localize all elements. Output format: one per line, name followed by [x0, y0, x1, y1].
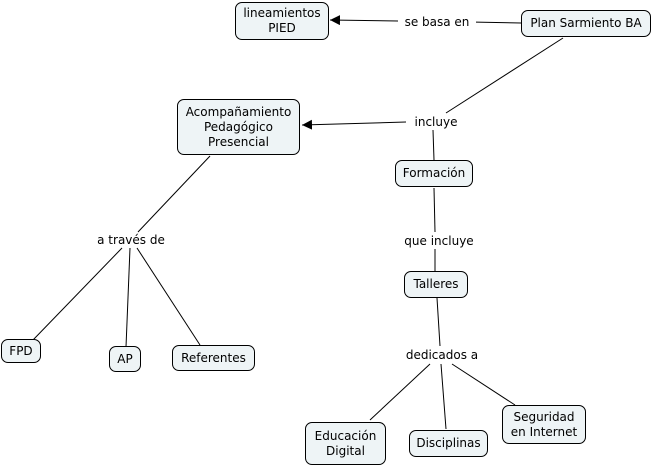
concept-seguridad-internet[interactable]: Seguridad en Internet: [502, 405, 586, 444]
concept-ap[interactable]: AP: [109, 346, 141, 372]
link-a-traves-de: a través de: [88, 233, 174, 247]
connector-dedicados-to-seguridad: [451, 363, 516, 406]
concept-fpd[interactable]: FPD: [1, 339, 41, 363]
connector-dedicados-to-disciplinas: [440, 363, 447, 430]
concept-acompanamiento[interactable]: Acompañamiento Pedagógico Presencial: [177, 99, 300, 155]
concept-label: AP: [117, 351, 133, 366]
concept-label: Educación Digital: [314, 428, 377, 458]
concept-label: Disciplinas: [416, 436, 481, 450]
concept-lineamientos-pied[interactable]: lineamientos PIED: [235, 2, 329, 40]
link-que-incluye: que incluye: [396, 234, 482, 248]
connector-atraves-to-referentes: [136, 247, 201, 346]
concept-referentes[interactable]: Referentes: [172, 345, 255, 371]
connector-incluye-to-formacion: [432, 129, 435, 161]
concept-plan-sarmiento[interactable]: Plan Sarmiento BA: [521, 10, 651, 37]
connector-plan-to-sebasa: [469, 21, 522, 24]
connector-incluye-to-acompanamiento: [301, 119, 407, 130]
connector-plan-to-incluye: [445, 37, 564, 114]
connector-atraves-to-ap: [125, 247, 131, 348]
connector-acompanamiento-to-atraves: [137, 155, 211, 233]
concept-talleres[interactable]: Talleres: [404, 271, 468, 298]
connector-sebasa-to-lineamientos: [329, 15, 399, 26]
link-se-basa-en: se basa en: [398, 15, 476, 29]
concept-label: lineamientos PIED: [243, 6, 321, 35]
concept-educacion-digital[interactable]: Educación Digital: [305, 422, 386, 465]
connector-atraves-to-fpd: [32, 247, 123, 341]
concept-formacion[interactable]: Formación: [395, 160, 473, 187]
concept-disciplinas[interactable]: Disciplinas: [409, 430, 488, 457]
concept-label: Talleres: [413, 277, 459, 291]
concept-label: Formación: [402, 166, 466, 180]
connector-formacion-to-queincluye: [433, 187, 436, 233]
link-dedicados-a: dedicados a: [398, 348, 486, 362]
connector-talleres-to-dedicados: [436, 297, 441, 347]
concept-label: Referentes: [181, 350, 246, 365]
concept-label: Plan Sarmiento BA: [530, 16, 642, 30]
connector-dedicados-to-educacion: [369, 363, 431, 421]
link-incluye: incluye: [406, 115, 466, 129]
concept-label: FPD: [9, 343, 33, 358]
concept-label: Acompañamiento Pedagógico Presencial: [185, 104, 292, 149]
concept-label: Seguridad en Internet: [510, 409, 578, 439]
